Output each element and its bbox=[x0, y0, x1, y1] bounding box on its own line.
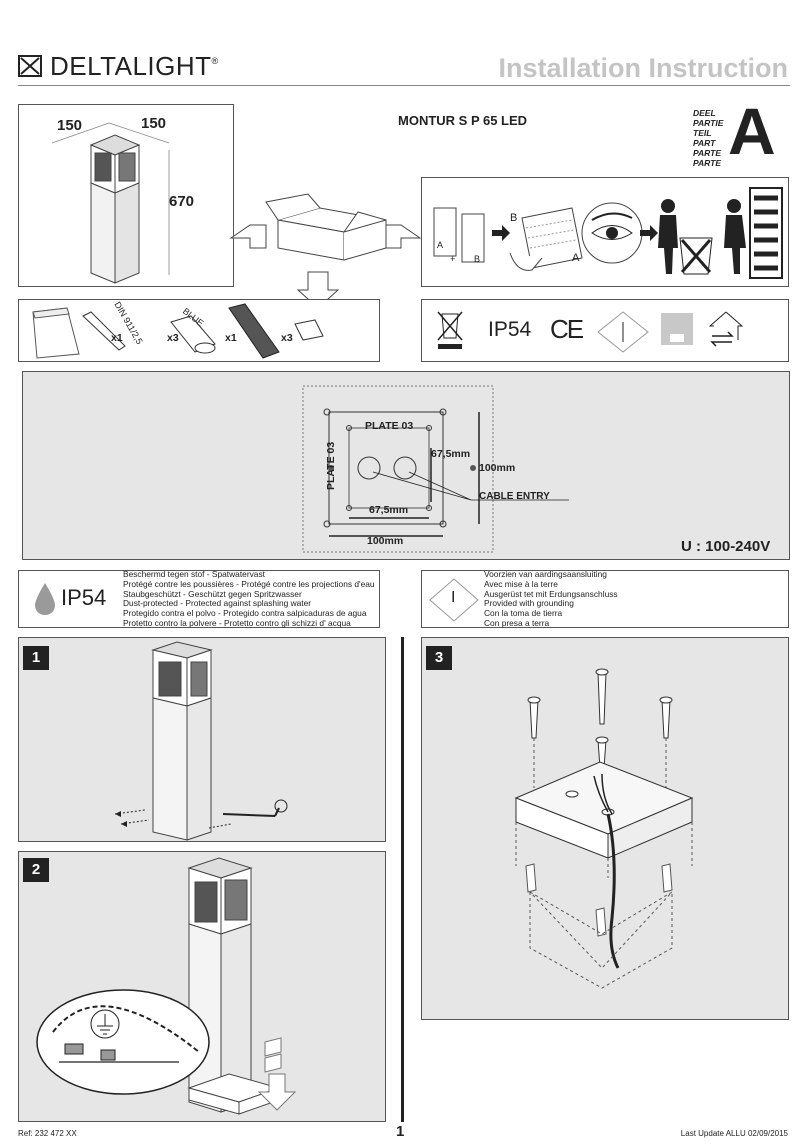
part-words: DEEL PARTIE TEIL PART PARTE PARTE bbox=[693, 108, 723, 168]
step-2-illustration bbox=[36, 857, 297, 1115]
doc-sheet-b: B bbox=[510, 212, 518, 224]
class-legend-line: Voorzien van aardingsaansluiting bbox=[484, 569, 607, 579]
dimension-outer-horizontal: 100mm bbox=[367, 535, 404, 547]
dimensions-panel: 150 150 670 bbox=[18, 104, 234, 287]
water-drop-icon bbox=[35, 583, 55, 615]
header-rule bbox=[18, 85, 790, 86]
class-legend-line: Con la toma de tierra bbox=[484, 608, 563, 619]
step-number: 2 bbox=[23, 858, 49, 882]
ip-legend-line: Beschermd tegen stof - Spatwatervast bbox=[123, 569, 265, 579]
hex-key-icon bbox=[82, 311, 126, 351]
weee-bin-icon bbox=[437, 311, 463, 349]
part-word: PART bbox=[693, 138, 716, 148]
column-divider bbox=[401, 637, 404, 1122]
plate-name-vertical: PLATE 03 bbox=[325, 441, 337, 490]
step-number: 3 bbox=[426, 646, 452, 670]
doc-label-a: A bbox=[437, 240, 444, 250]
part-letter: A bbox=[728, 94, 776, 168]
mounting-plate-drawing bbox=[302, 385, 569, 553]
reference-number: Ref: 232 472 XX bbox=[18, 1129, 77, 1138]
mounting-plate-panel: PLATE 03 PLATE 03 67,5mm 100mm 67,5mm 10… bbox=[22, 371, 790, 560]
doc-label-plus: + bbox=[450, 254, 456, 264]
step-3-illustration bbox=[514, 668, 694, 989]
class-i-symbol-icon bbox=[429, 578, 479, 622]
ip-legend-line: Protégé contre les poussières - Protégé … bbox=[123, 578, 375, 589]
brand-name-light: LIGHT bbox=[132, 50, 212, 81]
class-i-symbol: I bbox=[451, 589, 456, 606]
class-legend-line: Con presa a terra bbox=[484, 617, 550, 628]
symbols-panel: IP54 CE bbox=[421, 299, 789, 362]
class-i-diamond-icon bbox=[597, 311, 649, 353]
unpack-steps-illustration bbox=[433, 187, 783, 279]
step-1-illustration bbox=[114, 641, 288, 841]
package-box-icon bbox=[229, 193, 422, 309]
plug-icon bbox=[294, 319, 324, 341]
blue-sleeve-icon bbox=[170, 315, 216, 354]
ip-legend-line: Protegido contra el polvo - Protegido co… bbox=[123, 608, 367, 619]
part-word: TEIL bbox=[693, 128, 712, 138]
qty-plug: x3 bbox=[281, 332, 293, 344]
deltalight-logo-icon bbox=[18, 55, 42, 77]
class-legend-text: Voorzien van aardingsaansluiting Avec mi… bbox=[484, 569, 784, 629]
ce-mark-icon: CE bbox=[550, 314, 584, 344]
dimension-inner-horizontal: 67,5mm bbox=[369, 504, 409, 516]
step-1-panel: 1 bbox=[18, 637, 386, 842]
qty-hex-key: x1 bbox=[111, 332, 123, 344]
part-word: PARTE bbox=[693, 148, 722, 158]
class-legend-line: Ausgerüst tet mit Erdungsanschluss bbox=[484, 588, 618, 599]
doc-sheet-a: A bbox=[572, 252, 580, 264]
indoor-outdoor-icon bbox=[708, 311, 744, 347]
ip-legend-line: Staubgeschützt - Geschützt gegen Spritzw… bbox=[123, 588, 302, 599]
dimension-height: 670 bbox=[169, 193, 195, 210]
fastener-bag-icon bbox=[32, 307, 80, 359]
part-word: PARTIE bbox=[693, 118, 724, 128]
ip-legend-panel: IP54 Beschermd tegen stof - Spatwatervas… bbox=[18, 569, 381, 629]
plate-name-horizontal: PLATE 03 bbox=[365, 420, 414, 432]
ip-legend-line: Dust-protected - Protected against splas… bbox=[123, 598, 312, 609]
dimension-width-1: 150 bbox=[57, 117, 83, 134]
contents-panel: x1 DIN 911/2,5 x3 BLUE x1 x3 bbox=[18, 299, 380, 362]
corrugated-tube-icon bbox=[228, 303, 280, 359]
step-number: 1 bbox=[23, 646, 49, 670]
class-legend-line: Provided with grounding bbox=[484, 598, 574, 609]
voltage-label: U : 100-240V bbox=[681, 538, 771, 555]
bollard-drawing bbox=[51, 122, 170, 284]
unpacking-panel: A + B B A bbox=[421, 177, 789, 287]
class-legend-line: Avec mise à la terre bbox=[484, 578, 558, 589]
step-3-panel: 3 bbox=[421, 637, 789, 1020]
brand-name-bold: DELTA bbox=[50, 50, 133, 81]
surface-mount-icon bbox=[661, 313, 693, 345]
part-word: PARTE bbox=[693, 158, 722, 168]
class-legend-panel: I Voorzien van aardingsaansluiting Avec … bbox=[421, 569, 789, 629]
qty-corrugated-tube: x1 bbox=[225, 332, 237, 344]
product-name: MONTUR S P 65 LED bbox=[398, 113, 528, 128]
registered-mark: ® bbox=[211, 56, 219, 66]
ip-rating-symbol: IP54 bbox=[488, 318, 532, 341]
dimension-inner-vertical: 67,5mm bbox=[431, 448, 471, 460]
dimension-width-2: 150 bbox=[141, 115, 167, 132]
dimension-outer-vertical: 100mm bbox=[479, 462, 516, 474]
ip-legend-code: IP54 bbox=[61, 585, 107, 610]
cable-entry-label: CABLE ENTRY bbox=[479, 491, 550, 502]
qty-blue-sleeve: x3 bbox=[167, 332, 179, 344]
page-number: 1 bbox=[396, 1123, 405, 1140]
doc-label-b: B bbox=[474, 254, 481, 264]
ip-legend-text: Beschermd tegen stof - Spatwatervast Pro… bbox=[123, 569, 381, 629]
last-update: Last Update ALLU 02/09/2015 bbox=[680, 1129, 788, 1138]
ip-legend-line: Protetto contro la polvere - Protetto co… bbox=[123, 617, 351, 628]
page-title: Installation Instruction bbox=[498, 53, 788, 83]
step-2-panel: 2 bbox=[18, 851, 386, 1122]
part-word: DEEL bbox=[693, 108, 716, 118]
